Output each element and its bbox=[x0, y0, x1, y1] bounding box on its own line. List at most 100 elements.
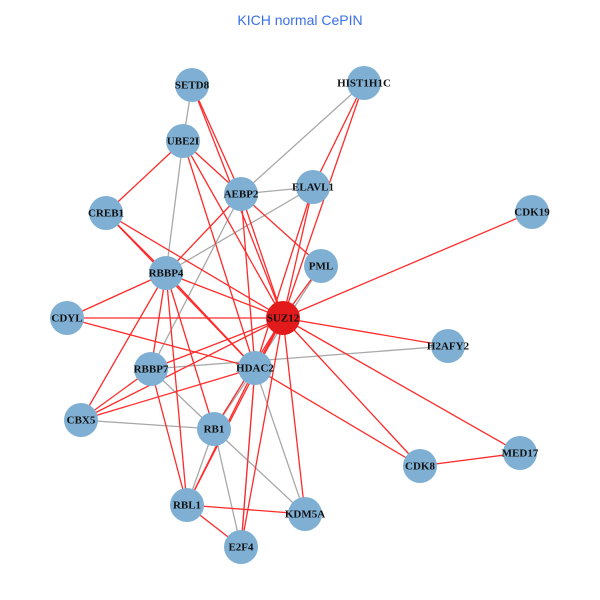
node-suz12[interactable]: SUZ12 bbox=[266, 301, 300, 335]
edge-suz12-creb1 bbox=[105, 212, 284, 319]
node-label: PML bbox=[309, 261, 333, 273]
edge-rbbp4-rbl1 bbox=[165, 272, 188, 506]
node-label: ELAVL1 bbox=[292, 182, 334, 194]
edge-suz12-aebp2 bbox=[240, 193, 284, 319]
edge-suz12-rbbp4 bbox=[165, 272, 284, 319]
edge-suz12-rbbp7 bbox=[150, 317, 284, 370]
node-label: RBBP4 bbox=[149, 268, 184, 280]
edge-aebp2-hdac2 bbox=[240, 193, 256, 369]
node-label: HIST1H1C bbox=[337, 78, 391, 90]
edge-suz12-h2afy2 bbox=[282, 317, 449, 347]
edge-rbbp4-cbx5 bbox=[80, 272, 167, 421]
node-circle[interactable] bbox=[431, 329, 465, 363]
node-h2afy2[interactable]: H2AFY2 bbox=[427, 329, 470, 363]
node-label: CDK8 bbox=[405, 461, 435, 473]
node-label: AEBP2 bbox=[224, 189, 259, 201]
edge-rb1-e2f4 bbox=[213, 428, 242, 548]
node-label: SETD8 bbox=[175, 80, 210, 92]
node-circle[interactable] bbox=[304, 249, 338, 283]
node-label: CDYL bbox=[51, 313, 82, 325]
edge-suz12-elavl1 bbox=[282, 186, 314, 319]
node-label: HDAC2 bbox=[236, 363, 274, 375]
node-circle[interactable] bbox=[149, 256, 183, 290]
edge-aebp2-rbbp4 bbox=[165, 193, 242, 274]
node-circle[interactable] bbox=[403, 449, 437, 483]
edge-cdyl-hdac2 bbox=[66, 317, 256, 369]
node-label: MED17 bbox=[502, 448, 539, 460]
node-circle[interactable] bbox=[175, 68, 209, 102]
edge-rb1-kdm5a bbox=[213, 428, 306, 515]
edge-setd8-aebp2 bbox=[191, 84, 242, 195]
edge-suz12-med17 bbox=[282, 317, 521, 454]
node-circle[interactable] bbox=[166, 124, 200, 158]
node-aebp2[interactable]: AEBP2 bbox=[224, 177, 259, 211]
node-circle[interactable] bbox=[288, 497, 322, 531]
node-kdm5a[interactable]: KDM5A bbox=[285, 497, 325, 531]
node-label: KDM5A bbox=[285, 509, 325, 521]
node-elavl1[interactable]: ELAVL1 bbox=[292, 170, 334, 204]
node-circle[interactable] bbox=[224, 530, 258, 564]
edge-elavl1-rbbp4 bbox=[165, 186, 314, 274]
node-creb1[interactable]: CREB1 bbox=[88, 196, 124, 230]
node-rb1[interactable]: RB1 bbox=[197, 412, 231, 446]
edge-suz12-cdk19 bbox=[282, 211, 533, 319]
node-label: RBBP7 bbox=[134, 364, 169, 376]
node-e2f4[interactable]: E2F4 bbox=[224, 530, 258, 564]
node-circle[interactable] bbox=[64, 403, 98, 437]
node-rbl1[interactable]: RBL1 bbox=[170, 488, 204, 522]
chart-title: KICH normal CePIN bbox=[237, 12, 363, 28]
edge-suz12-cbx5 bbox=[80, 317, 284, 421]
edge-hdac2-cbx5 bbox=[80, 367, 256, 421]
node-circle[interactable] bbox=[238, 351, 272, 385]
node-label: E2F4 bbox=[228, 542, 254, 554]
edge-rbbp4-hdac2 bbox=[165, 272, 256, 369]
node-label: RBL1 bbox=[173, 500, 201, 512]
edge-aebp2-rbbp7 bbox=[150, 193, 242, 370]
node-rbbp4[interactable]: RBBP4 bbox=[149, 256, 184, 290]
node-cbx5[interactable]: CBX5 bbox=[64, 403, 98, 437]
node-circle[interactable] bbox=[224, 177, 258, 211]
node-circle[interactable] bbox=[197, 412, 231, 446]
edge-elavl1-hdac2 bbox=[254, 186, 314, 369]
edge-hdac2-e2f4 bbox=[240, 367, 256, 548]
node-circle[interactable] bbox=[347, 66, 381, 100]
node-cdk8[interactable]: CDK8 bbox=[403, 449, 437, 483]
edge-rbbp4-cdyl bbox=[66, 272, 167, 319]
node-hist1h1c[interactable]: HIST1H1C bbox=[337, 66, 391, 100]
node-circle[interactable] bbox=[50, 301, 84, 335]
node-cdyl[interactable]: CDYL bbox=[50, 301, 84, 335]
node-ube2i[interactable]: UBE2I bbox=[166, 124, 200, 158]
edge-ube2i-creb1 bbox=[105, 140, 184, 214]
node-pml[interactable]: PML bbox=[304, 249, 338, 283]
node-label: UBE2I bbox=[167, 136, 199, 148]
node-label: H2AFY2 bbox=[427, 341, 470, 353]
node-circle[interactable] bbox=[503, 436, 537, 470]
edge-suz12-ube2i bbox=[182, 140, 284, 319]
node-cdk19[interactable]: CDK19 bbox=[514, 195, 550, 229]
edge-hdac2-kdm5a bbox=[254, 367, 306, 515]
node-label: CREB1 bbox=[88, 208, 124, 220]
node-circle[interactable] bbox=[266, 301, 300, 335]
node-circle[interactable] bbox=[89, 196, 123, 230]
edge-aebp2-pml bbox=[240, 193, 322, 267]
edge-suz12-cdk8 bbox=[282, 317, 421, 467]
node-circle[interactable] bbox=[515, 195, 549, 229]
node-med17[interactable]: MED17 bbox=[502, 436, 539, 470]
node-circle[interactable] bbox=[134, 352, 168, 386]
node-label: CBX5 bbox=[67, 415, 96, 427]
node-circle[interactable] bbox=[170, 488, 204, 522]
node-label: RB1 bbox=[204, 424, 225, 436]
node-circle[interactable] bbox=[296, 170, 330, 204]
node-hdac2[interactable]: HDAC2 bbox=[236, 351, 274, 385]
edge-hist1h1c-elavl1 bbox=[312, 82, 365, 188]
edge-ube2i-hdac2 bbox=[182, 140, 256, 369]
edge-hdac2-cdk8 bbox=[254, 367, 421, 467]
node-setd8[interactable]: SETD8 bbox=[175, 68, 210, 102]
edge-suz12-hist1h1c bbox=[282, 82, 365, 319]
node-rbbp7[interactable]: RBBP7 bbox=[134, 352, 169, 386]
edge-rbl1-kdm5a bbox=[186, 504, 306, 515]
node-label: CDK19 bbox=[514, 207, 550, 219]
edge-suz12-e2f4 bbox=[240, 317, 284, 548]
